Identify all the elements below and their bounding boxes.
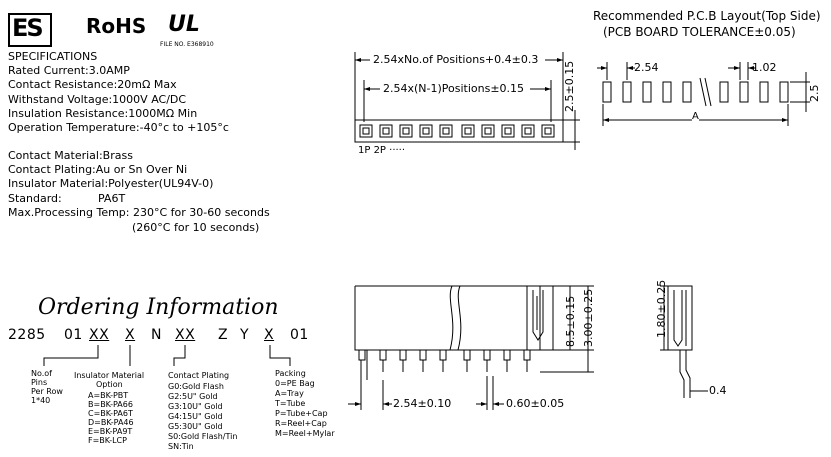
dim-pin-pitch: 2.54±0.10 [393,397,452,410]
ul-logo: UL [168,12,200,37]
spec-contact-resistance: Contact Resistance:20mΩ Max [8,78,177,91]
pcb-tolerance-note: (PCB BOARD TOLERANCE±0.05) [603,25,796,39]
insulator-option-line: E=BK-PA9T [88,427,133,436]
packing-option-line: P=Tube+Cap [275,409,328,418]
plating-option-line: G2:5U" Gold [168,392,218,401]
packing-option-line: M=Reel+Mylar [275,429,335,438]
insulator-option-line: Option [96,380,123,389]
order-code-pins: XX [89,327,110,343]
packing-option-line: T=Tube [275,399,306,408]
spec-insulation-resistance: Insulation Resistance:1000MΩ Min [8,107,198,120]
order-code-n: N [151,327,162,343]
spec-insulator-material: Insulator Material:Polyester(UL94V-0) [8,177,214,190]
plating-option-line: G0:Gold Flash [168,382,224,391]
company-logo [8,13,52,47]
insulator-option-line: B=BK-PA66 [88,400,133,409]
ul-file-number: FILE NO. E368910 [160,41,214,48]
ordering-title: Ordering Information [38,295,279,320]
order-code-z: Z [218,327,229,343]
plating-option-line: SN:Tin [168,442,194,451]
spec-withstand-voltage: Withstand Voltage:1000V AC/DC [8,93,187,106]
plating-option-line: Contact Plating [168,371,230,380]
pins-option-line: Per Row [31,387,63,396]
dim-section-pin: 0.4 [709,384,727,397]
order-code-y: Y [240,327,250,343]
insulator-option-line: Insulator Material [74,371,145,380]
pins-option-line: Pins [31,378,48,387]
plating-option-line: G4:15U" Gold [168,412,223,421]
tail-pin-tips [358,349,531,361]
contact-cavities [359,124,555,138]
dim-pin-width: 0.60±0.05 [506,397,565,410]
order-code-suffix: 01 [290,327,309,343]
pcb-span-label: A [692,111,699,122]
insulator-option-line: D=BK-PA46 [88,418,134,427]
spec-standard-label: Standard: [8,192,62,205]
order-code-packing: X [264,327,275,343]
packing-option-line: 0=PE Bag [275,379,315,388]
brand-logo-text: ES [12,14,44,42]
spec-contact-material: Contact Material:Brass [8,149,133,162]
insulator-option-line: F=BK-LCP [88,436,127,445]
packing-option-line: Packing [275,369,306,378]
spec-standard-value: PA6T [98,192,126,205]
insulator-option-line: A=BK-PBT [88,391,129,400]
pcb-pad-width-label: 1.02 [752,61,777,74]
spec-processing-temp: Max.Processing Temp: 230°C for 30-60 sec… [8,206,270,219]
spec-rated-current: Rated Current:3.0AMP [8,64,130,77]
pin-position-labels: 1P 2P ····· [358,145,406,156]
pins-option-line: 1*40 [31,396,51,405]
order-code-plating: XX [175,327,196,343]
pcb-layout-title: Recommended P.C.B Layout(Top Side) [593,9,821,23]
spec-operation-temperature: Operation Temperature:-40°c to +105°c [8,121,229,134]
dim-section-depth: 1.80±0.25 [655,279,668,338]
order-code-rows: 01 [64,327,83,343]
rohs-mark: RoHS [86,14,147,38]
spec-contact-plating: Contact Plating:Au or Sn Over Ni [8,163,188,176]
pcb-pitch-label: 2.54 [634,61,659,74]
plating-option-line: G5:30U" Gold [168,422,223,431]
packing-option-line: R=Reel+Cap [275,419,327,428]
packing-option-line: A=Tray [275,389,304,398]
specifications-heading: SPECIFICATIONS [8,50,98,63]
order-code-series: 2285 [8,327,46,343]
spec-processing-temp-alt: (260°C for 10 seconds) [132,221,260,234]
plating-option-line: G3:10U" Gold [168,402,223,411]
order-code-insulator: X [125,327,136,343]
pins-option-line: No.of [31,369,52,378]
insulator-option-line: C=BK-PA6T [88,409,133,418]
plating-option-line: S0:Gold Flash/Tin [168,432,238,441]
dim-pitch-span: 2.54x(N-1)Positions±0.15 [383,82,525,95]
dim-total-length: 2.54xNo.of Positions+0.4±0.3 [373,53,539,66]
